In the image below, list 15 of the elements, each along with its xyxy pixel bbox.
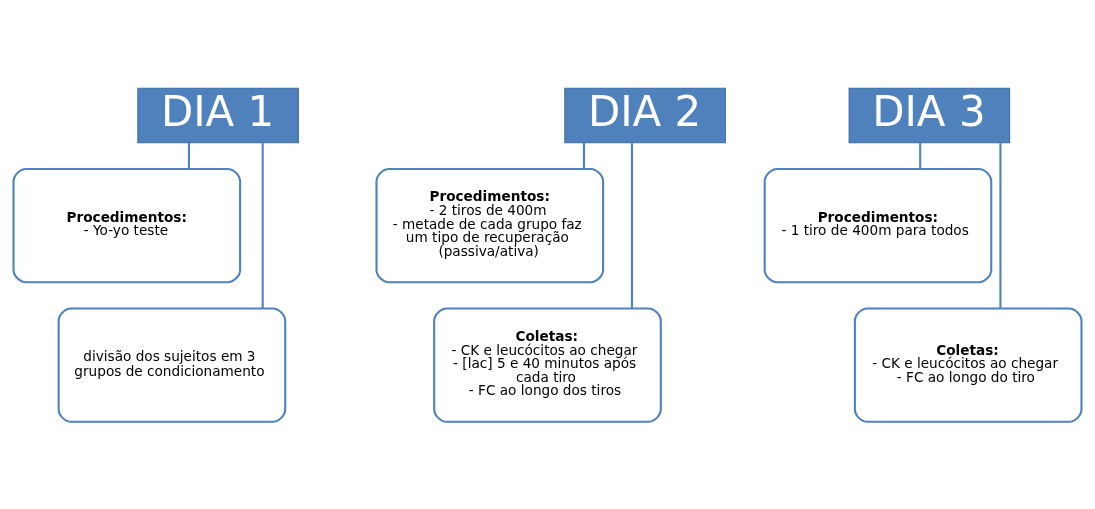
node-box: DIA 1 [137,87,299,143]
node-box: DIA 3 [848,87,1011,143]
node-box: Procedimentos: - Yo-yo teste [12,167,242,283]
connector [630,142,633,308]
connector [582,142,585,169]
node-box: Procedimentos: - 1 tiro de 400m para todos [763,167,993,283]
node-box: Coletas: - CK e leucócitos ao chegar - FC ao longo do tiro [853,306,1083,423]
connector [999,142,1002,308]
connector [187,142,191,169]
node-box: divisão dos sujeitos em 3 grupos de condicionamento [57,306,287,423]
node-box: Coletas: - CK e leucócitos ao chegar - [lac] 5 e 40 minutos após cada tiro - FC ao longo dos tiros [433,306,662,423]
connector [919,142,922,169]
node-box: DIA 2 [564,87,726,143]
connector [261,142,264,308]
node-box: Procedimentos: - 2 tiros de 400m - metade de cada grupo faz um tipo de recuperação (passiva/ativa) [375,167,605,283]
